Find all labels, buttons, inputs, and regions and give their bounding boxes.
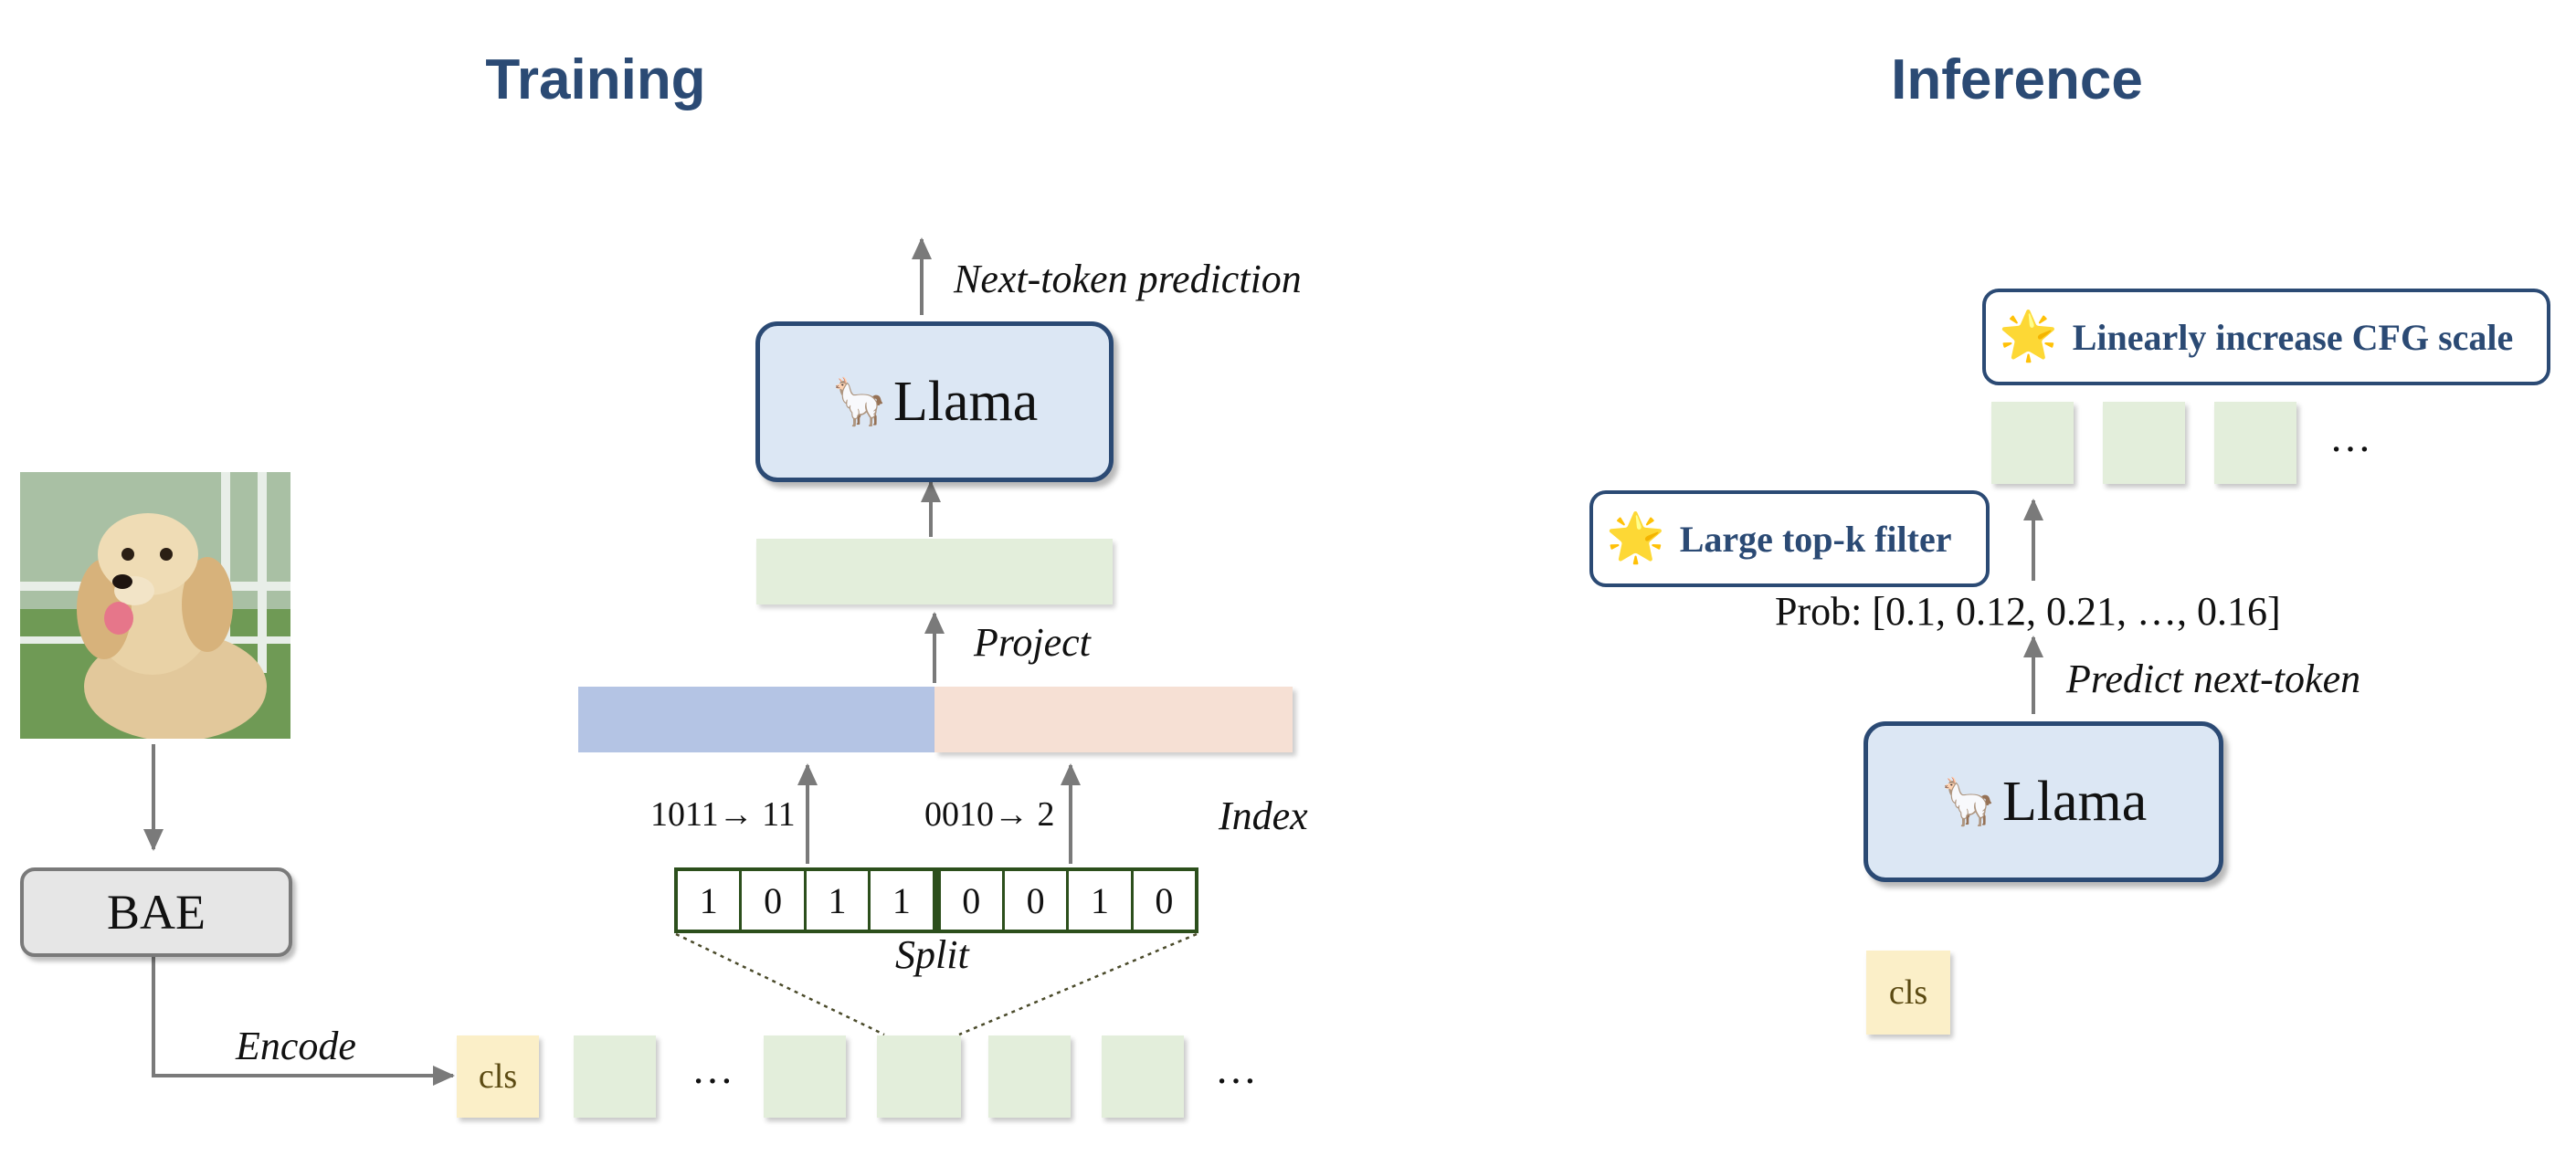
bit-cell: 1 bbox=[871, 871, 941, 930]
generated-token bbox=[2214, 402, 2296, 484]
golden-retriever-photo bbox=[20, 472, 290, 739]
generated-token-ellipsis: … bbox=[2329, 414, 2371, 460]
bit-cell: 1 bbox=[1069, 871, 1134, 930]
llama-model-box-inference: 🦙 Llama bbox=[1863, 721, 2223, 882]
generated-token bbox=[1991, 402, 2074, 484]
top-k-filter-label: Large top-k filter bbox=[1679, 518, 1952, 560]
cls-token-label: cls bbox=[478, 1057, 518, 1096]
index-right-label: 0010→ 2 bbox=[924, 795, 1055, 834]
star-icon: 🌟 bbox=[1606, 512, 1665, 564]
encode-label: Encode bbox=[236, 1024, 356, 1068]
token-ellipsis: … bbox=[1215, 1046, 1257, 1092]
project-label: Project bbox=[974, 620, 1091, 665]
bae-encoder-box: BAE bbox=[20, 867, 292, 957]
index-embedding-right bbox=[934, 687, 1293, 752]
bit-cell: 0 bbox=[1155, 879, 1174, 921]
cls-token: cls bbox=[457, 1035, 539, 1118]
cfg-scale-callout: 🌟 Linearly increase CFG scale bbox=[1982, 289, 2550, 385]
llama-model-box-training: 🦙 Llama bbox=[755, 321, 1114, 482]
bit-cell: 0 bbox=[1005, 871, 1070, 930]
bit-cell: 0 bbox=[941, 871, 1005, 930]
bit-cell: 1 bbox=[807, 871, 871, 930]
split-label: Split bbox=[895, 932, 969, 977]
token-ellipsis: … bbox=[692, 1046, 734, 1092]
split-line-left bbox=[675, 932, 885, 1036]
latent-token bbox=[764, 1035, 846, 1118]
index-label: Index bbox=[1219, 793, 1308, 838]
latent-token bbox=[1102, 1035, 1184, 1118]
next-token-prediction-label: Next-token prediction bbox=[954, 257, 1302, 301]
index-embedding-left bbox=[578, 687, 934, 752]
latent-token-selected bbox=[877, 1035, 961, 1118]
llama-label: Llama bbox=[892, 370, 1039, 433]
latent-token bbox=[574, 1035, 656, 1118]
binary-bits-row: 1 0 1 1 0 0 1 0 bbox=[674, 867, 1198, 933]
cfg-scale-label: Linearly increase CFG scale bbox=[2072, 316, 2514, 358]
cls-token-inference: cls bbox=[1866, 951, 1950, 1035]
llama-label: Llama bbox=[2001, 770, 2148, 833]
probability-vector: Prob: [0.1, 0.12, 0.21, …, 0.16] bbox=[1775, 589, 2281, 634]
predict-next-token-label: Predict next-token bbox=[2066, 657, 2361, 701]
inference-heading: Inference bbox=[1891, 48, 2143, 111]
training-heading: Training bbox=[485, 48, 706, 111]
bit-cell: 1 bbox=[678, 871, 743, 930]
split-line-right bbox=[958, 932, 1198, 1036]
llama-icon: 🦙 bbox=[830, 375, 888, 427]
projected-embedding bbox=[756, 539, 1113, 604]
cls-token-label: cls bbox=[1888, 973, 1928, 1012]
star-icon: 🌟 bbox=[1999, 310, 2058, 363]
latent-token bbox=[988, 1035, 1071, 1118]
bae-label: BAE bbox=[107, 885, 206, 940]
llama-icon: 🦙 bbox=[1939, 775, 1997, 827]
top-k-filter-callout: 🌟 Large top-k filter bbox=[1589, 490, 1990, 587]
bit-cell: 0 bbox=[742, 871, 807, 930]
generated-token bbox=[2103, 402, 2185, 484]
index-left-label: 1011→ 11 bbox=[650, 795, 796, 834]
